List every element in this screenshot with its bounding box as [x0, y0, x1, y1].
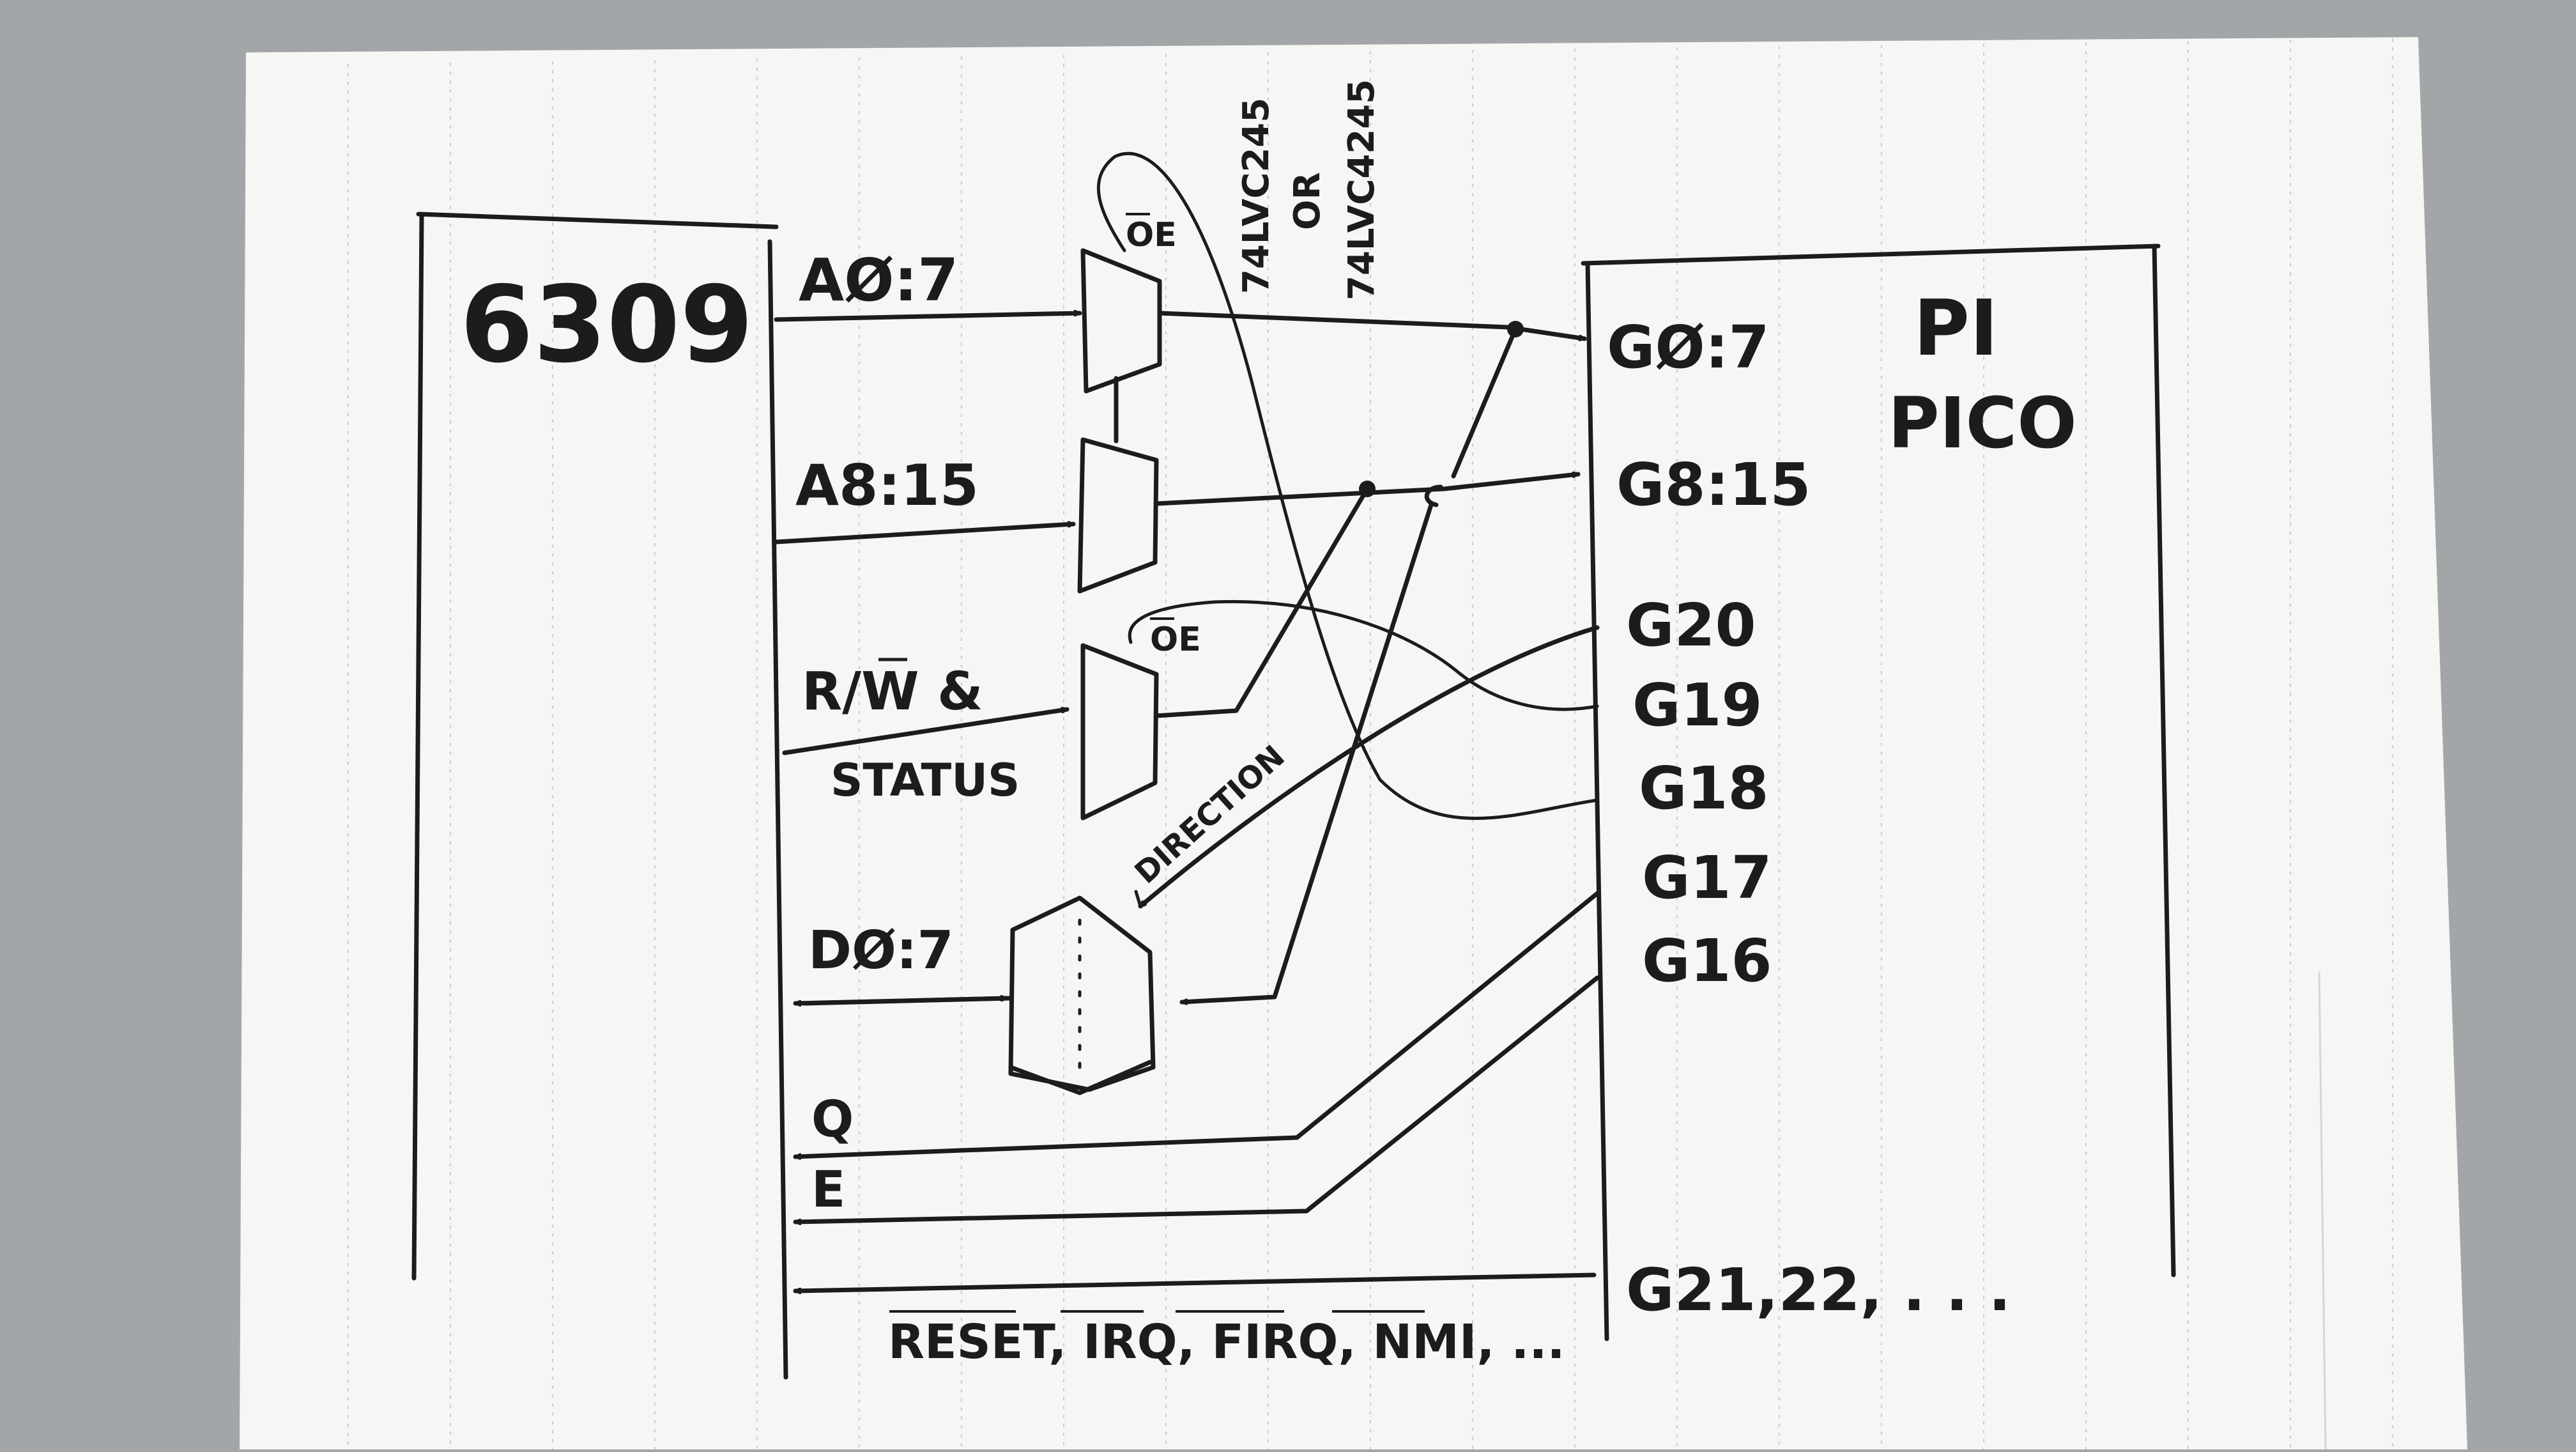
- addr-low-label: AØ:7: [799, 246, 958, 314]
- pin-g21-plus: G21,22, . . .: [1626, 1256, 2011, 1324]
- pin-g19: G19: [1632, 671, 1763, 739]
- e-label: E: [811, 1161, 845, 1219]
- buffer-addr-high: [1077, 437, 1159, 594]
- cpu-label: 6309: [460, 263, 753, 386]
- control-wires: [793, 891, 1600, 1291]
- pin-g18: G18: [1639, 754, 1769, 823]
- oe-label-mid: OE: [1150, 621, 1201, 659]
- buffer-part-line3: 74LVC4245: [1341, 79, 1383, 300]
- pico-block: PI PICO: [1581, 243, 2176, 1341]
- q-label: Q: [811, 1091, 854, 1148]
- bus-wires: [774, 313, 1600, 1003]
- data-bus-label: DØ:7: [808, 920, 954, 981]
- pico-label-line2: PICO: [1888, 382, 2077, 464]
- rw-status-line2: STATUS: [831, 754, 1020, 807]
- page-rules: [348, 38, 2393, 1449]
- cpu-6309-block: 6309: [411, 212, 788, 1380]
- oe-label-top: OE: [1126, 216, 1177, 254]
- pico-label-line1: PI: [1913, 284, 1998, 373]
- buffer-part-line1: 74LVC245: [1236, 98, 1277, 294]
- buffer-data-bidir: [1008, 895, 1156, 1092]
- buffer-chips: 74LVC245 OR 74LVC4245 OE OE: [1008, 79, 1383, 1095]
- addr-high-label: A8:15: [795, 452, 979, 518]
- pin-g8-15: G8:15: [1616, 451, 1811, 519]
- pico-pin-labels: GØ:7 G8:15 G20 G19 G18 G17 G16 G21,22, .…: [1607, 313, 2011, 1324]
- control-signals-label: RESET, IRQ, FIRQ, NMI, ...: [888, 1315, 1565, 1370]
- buffer-rw-status: [1080, 643, 1159, 821]
- rw-status-line1: R/W &: [802, 661, 983, 722]
- buffer-part-line2: OR: [1287, 172, 1328, 230]
- pin-g17: G17: [1642, 844, 1772, 912]
- pin-g0-7: GØ:7: [1607, 313, 1770, 382]
- oe-wires: [1096, 151, 1599, 820]
- pin-g16: G16: [1642, 927, 1772, 995]
- buffer-addr-low: [1080, 248, 1162, 394]
- pin-g20: G20: [1626, 591, 1756, 660]
